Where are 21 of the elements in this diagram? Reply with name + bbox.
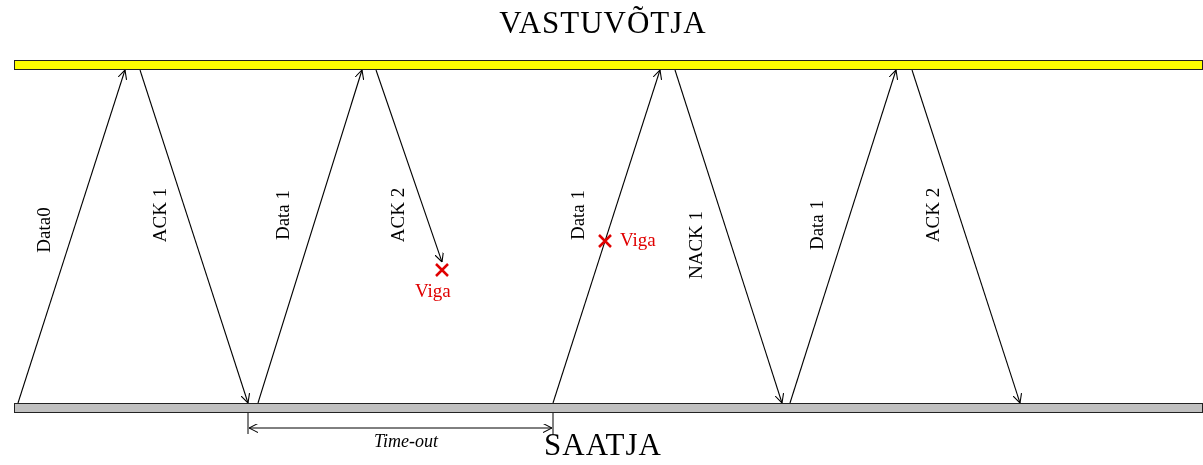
heading: SAATJA	[544, 427, 662, 463]
arrow	[552, 69, 663, 404]
edge-label: NACK 1	[685, 210, 707, 280]
edge-label: Data 1	[272, 189, 294, 241]
timeout-label: Time-out	[374, 431, 438, 452]
arrow	[911, 69, 1023, 404]
edge-label: Data0	[33, 207, 55, 253]
arrow	[257, 69, 365, 404]
arrow	[139, 69, 251, 404]
error-label: Viga	[620, 229, 656, 251]
arrow	[375, 69, 444, 263]
arrow	[674, 69, 785, 404]
edge-label: Data 1	[806, 199, 828, 251]
error-label: Viga	[415, 280, 451, 302]
heading: VASTUVÕTJA	[499, 5, 707, 41]
edge-label: Data 1	[567, 189, 589, 241]
arrow	[789, 69, 899, 404]
arrow	[17, 69, 128, 404]
edge-label: ACK 2	[387, 187, 409, 243]
edge-label: ACK 2	[922, 187, 944, 243]
edge-label: ACK 1	[149, 187, 171, 243]
